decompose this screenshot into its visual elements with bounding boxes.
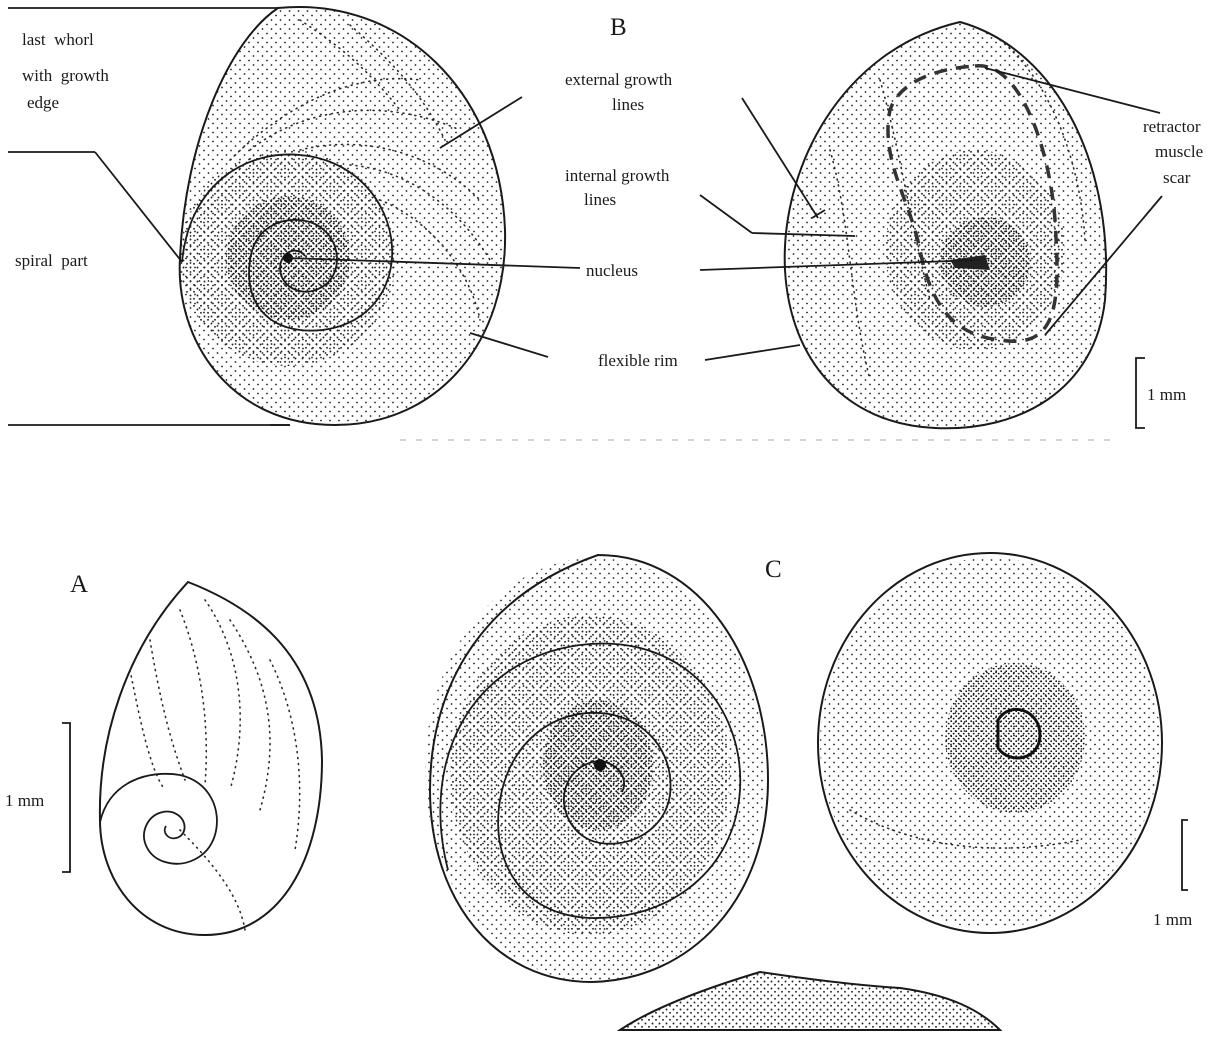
label-last-whorl-1: last whorl [22,30,94,49]
panel-label-a: A [70,571,88,598]
operculum-a [100,582,322,935]
scale-bar-b-label: 1 mm [1147,385,1186,404]
label-retractor-3: scar [1163,168,1191,187]
label-last-whorl-3: edge [27,93,59,112]
scale-bar-c-label: 1 mm [1153,910,1192,929]
label-internal-growth-1: internal growth [565,166,670,185]
label-external-growth-2: lines [612,95,644,114]
scale-bar-a-group [62,723,70,872]
panel-label-c: C [765,556,782,583]
label-external-growth-1: external growth [565,70,673,89]
scale-bar-b-group [1136,358,1145,428]
operculum-b-outer [180,7,505,425]
operculum-c-outer [425,555,768,982]
label-last-whorl-2: with growth [22,66,109,85]
label-retractor-1: retractor [1143,117,1201,136]
label-flexible-rim: flexible rim [598,351,678,370]
label-nucleus: nucleus [586,261,638,280]
label-retractor-2: muscle [1155,142,1203,161]
label-spiral-part: spiral part [15,251,88,270]
scale-bar-a-label: 1 mm [5,791,44,810]
scale-bar-c-group [1182,820,1188,890]
operculum-b-inner [785,22,1106,428]
operculum-c-side [620,972,1000,1030]
label-internal-growth-2: lines [584,190,616,209]
operculum-c-inner [818,553,1162,933]
panel-label-b: B [610,14,627,41]
nucleus-dot-c [594,759,606,771]
